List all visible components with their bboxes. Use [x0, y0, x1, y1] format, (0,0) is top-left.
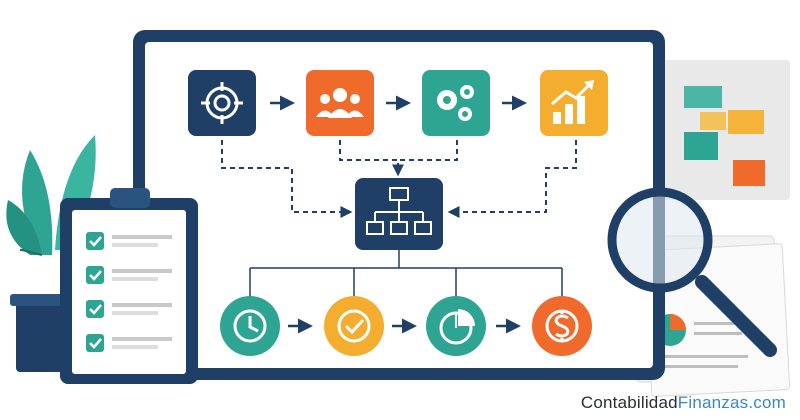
pie-chart-node	[426, 296, 486, 356]
org-chart-icon	[366, 187, 432, 235]
growth-box	[540, 70, 608, 136]
checklist-item	[86, 334, 172, 352]
growth-chart-icon	[551, 80, 594, 124]
clock-node	[220, 296, 280, 356]
dollar-node	[532, 296, 592, 356]
clipboard-checklist	[60, 188, 198, 384]
gears-icon	[437, 85, 474, 121]
team-icon	[316, 88, 364, 118]
checklist-item	[86, 266, 172, 284]
pie-chart-icon	[439, 309, 475, 345]
checkmark-node	[324, 296, 384, 356]
checkmark-icon	[337, 309, 371, 343]
checklist-item	[86, 300, 172, 318]
brand-watermark: ContabilidadFinanzas.com	[581, 393, 786, 413]
dashed-connectors	[221, 140, 577, 218]
clock-icon	[233, 309, 267, 343]
dollar-icon	[545, 309, 579, 343]
target-box	[188, 70, 256, 136]
checklist-item	[86, 232, 172, 250]
brand-name-part1: Contabilidad	[580, 393, 678, 412]
org-chart-box	[355, 178, 443, 250]
sticky-note-board	[640, 60, 790, 200]
magnifying-glass-icon	[607, 187, 777, 357]
bottom-connectors	[249, 250, 563, 296]
gears-box	[422, 70, 490, 136]
brand-name-part2: Finanzas.com	[677, 393, 786, 412]
target-icon	[201, 82, 243, 124]
team-box	[306, 70, 374, 136]
